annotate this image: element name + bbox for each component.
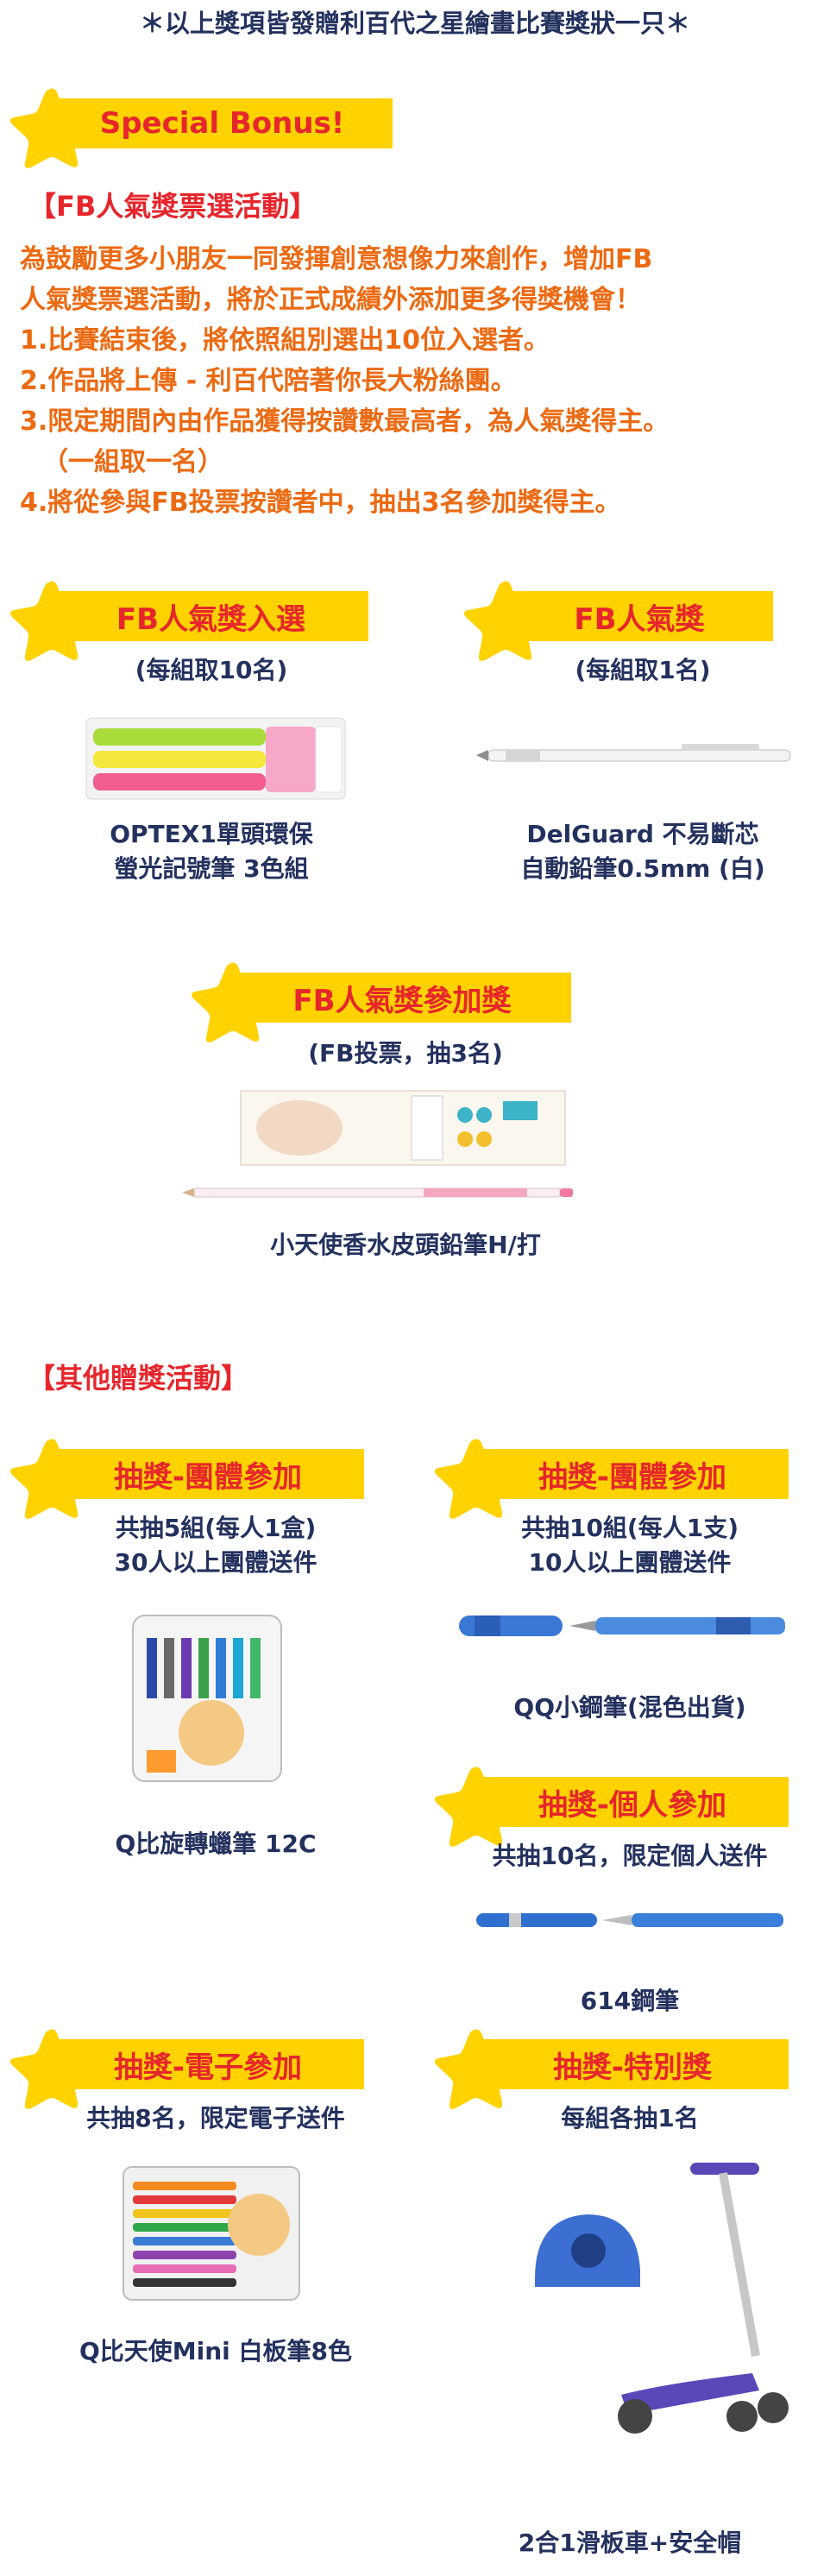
group1-line2: 30人以上團體送件 [114, 1548, 318, 1577]
special-line1: 每組各抽1名 [561, 2104, 699, 2132]
mechanical-pencil-image [475, 740, 802, 770]
individual-draw-badge: 抽獎-個人參加 [476, 1777, 789, 1827]
individual-product: 614鋼筆 [580, 1987, 680, 2015]
header-note: ＊以上獎項皆發贈利百代之星繪畫比賽獎狀一只＊ [139, 9, 690, 38]
fountain-pen-image [475, 1905, 785, 1935]
group2-product: QQ小鋼筆(混色出貨) [513, 1693, 746, 1722]
other-prizes-title: 【其他贈獎活動】 [28, 1362, 249, 1395]
fb-popular-badge: FB人氣獎 [506, 591, 773, 641]
fb-finalist-product-2: 螢光記號筆 3色組 [114, 854, 309, 883]
electronic-draw-badge: 抽獎-電子參加 [52, 2039, 364, 2089]
highlighter-image [85, 716, 348, 801]
fb-vote-title: 【FB人氣獎票選活動】 [28, 190, 318, 223]
pencil-image [182, 1184, 575, 1201]
group2-line1: 共抽10組(每人1支) [520, 1514, 739, 1542]
scooter-helmet-image [526, 2157, 811, 2442]
whiteboard-marker-set-image [121, 2164, 302, 2302]
crayon-box-image [129, 1612, 285, 1785]
special-product: 2合1滑板車+安全帽 [518, 2529, 742, 2557]
fountain-pen-image [457, 1609, 789, 1643]
desc-line: 1.比賽結束後，將依照組別選出10位入選者。 [20, 325, 550, 356]
fb-finalist-badge: FB人氣獎入選 [53, 591, 368, 641]
desc-line: 3.限定期間內由作品獲得按讚數最高者，為人氣獎得主。 [20, 406, 670, 437]
group1-product: Q比旋轉蠟筆 12C [115, 1830, 317, 1858]
group-draw-badge: 抽獎-團體參加 [476, 1449, 789, 1499]
fb-popular-note: (每組取1名) [575, 656, 711, 684]
desc-line: 4.將從參與FB投票按讚者中，抽出3名參加獎得主。 [20, 488, 621, 518]
fb-participation-product: 小天使香水皮頭鉛筆H/打 [270, 1231, 541, 1259]
fb-participation-note: (FB投票，抽3名) [308, 1039, 503, 1068]
group1-line1: 共抽5組(每人1盒) [115, 1514, 317, 1542]
fb-finalist-product-1: OPTEX1單頭環保 [110, 820, 313, 848]
individual-line1: 共抽10名，限定個人送件 [492, 1842, 768, 1870]
group2-line2: 10人以上團體送件 [528, 1548, 732, 1577]
group-draw-badge: 抽獎-團體參加 [52, 1449, 364, 1499]
desc-line: （一組取一名） [42, 447, 223, 477]
desc-line: 2.作品將上傳 - 利百代陪著你長大粉絲團。 [20, 366, 517, 396]
fb-finalist-note: (每組取10名) [135, 656, 288, 684]
fb-vote-description: 為鼓勵更多小朋友一同發揮創意想像力來創作，增加FB 人氣獎票選活動，將於正式成績… [20, 239, 822, 523]
electronic-line1: 共抽8名，限定電子送件 [86, 2104, 345, 2132]
pencil-box-image [239, 1089, 567, 1167]
special-bonus-badge: Special Bonus! [52, 98, 393, 148]
fb-popular-product-2: 自動鉛筆0.5mm (白) [520, 854, 765, 883]
desc-line: 為鼓勵更多小朋友一同發揮創意想像力來創作，增加FB [20, 244, 653, 274]
electronic-product: Q比天使Mini 白板筆8色 [79, 2337, 353, 2365]
special-draw-badge: 抽獎-特別獎 [476, 2039, 789, 2089]
desc-line: 人氣獎票選活動，將於正式成績外添加更多得獎機會！ [20, 285, 641, 315]
fb-participation-badge: FB人氣獎參加獎 [233, 973, 571, 1023]
fb-popular-product-1: DelGuard 不易斷芯 [526, 820, 759, 848]
